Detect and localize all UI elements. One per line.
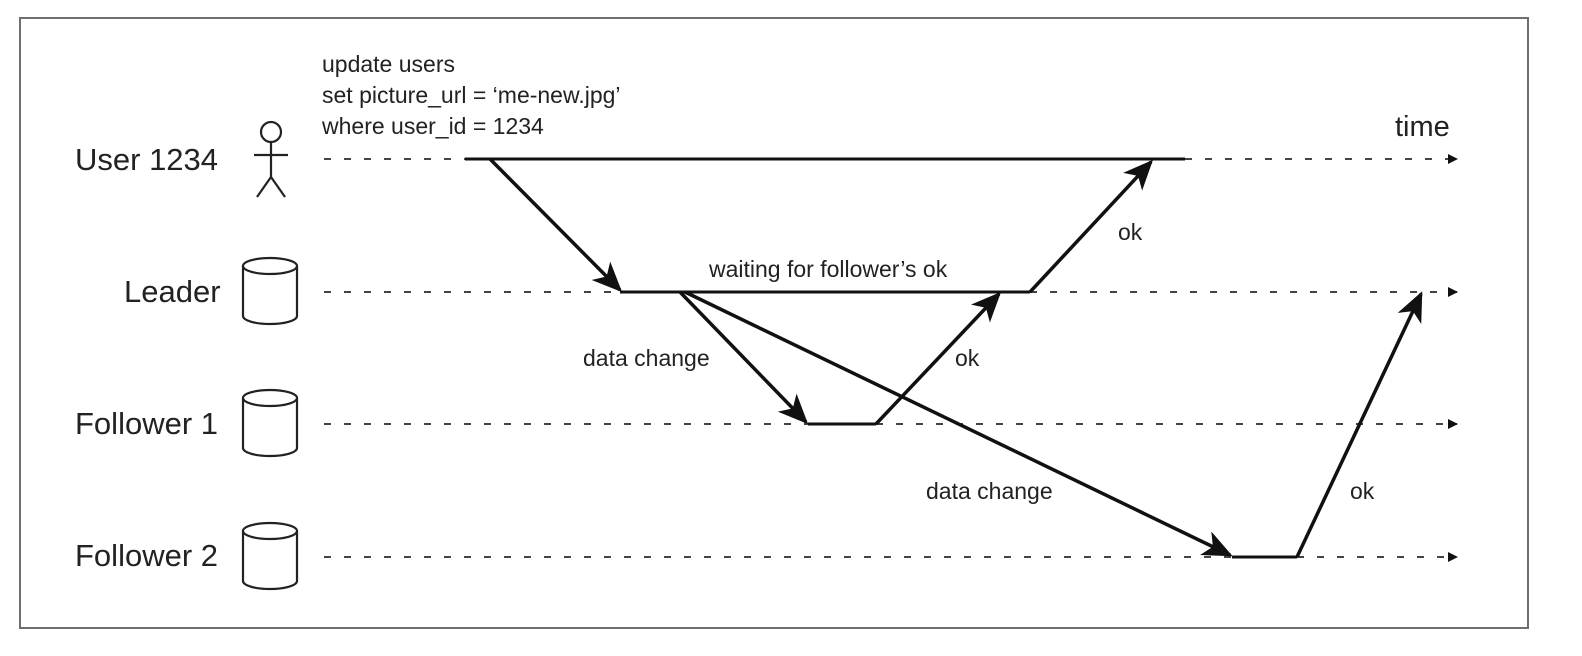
arrow-follower-1-ok-to-leader: [874, 291, 1002, 426]
arrow-leader-to-follower-2: [684, 290, 1233, 557]
actor-label-follower-1: Follower 1: [75, 406, 218, 441]
ok-label-follower-2: ok: [1350, 478, 1375, 504]
follower-2-database-icon: [241, 521, 299, 591]
follower-1-database-icon: [241, 388, 299, 458]
actor-label-leader: Leader: [124, 274, 221, 309]
waiting-label: waiting for follower’s ok: [708, 256, 948, 282]
person-icon: [254, 120, 288, 198]
arrow-leader-to-follower-1: [678, 290, 809, 425]
diagram-frame: [19, 17, 1529, 629]
leader-database-icon: [241, 256, 299, 326]
ok-label-follower-1: ok: [955, 345, 980, 371]
query-line-2: set picture_url = ‘me-new.jpg’: [322, 82, 621, 108]
time-label: time: [1395, 111, 1450, 143]
arrow-user-to-leader: [488, 157, 623, 293]
actor-label-user: User 1234: [75, 142, 218, 177]
data-change-label-follower-2: data change: [926, 478, 1053, 504]
ok-label-leader: ok: [1118, 219, 1143, 245]
query-line-1: update users: [322, 51, 455, 77]
arrow-follower-2-ok-to-leader: [1295, 291, 1423, 558]
data-change-label-follower-1: data change: [583, 345, 710, 371]
query-line-3: where user_id = 1234: [321, 113, 544, 139]
actor-label-follower-2: Follower 2: [75, 538, 218, 573]
arrow-leader-ok-to-user: [1028, 159, 1154, 294]
